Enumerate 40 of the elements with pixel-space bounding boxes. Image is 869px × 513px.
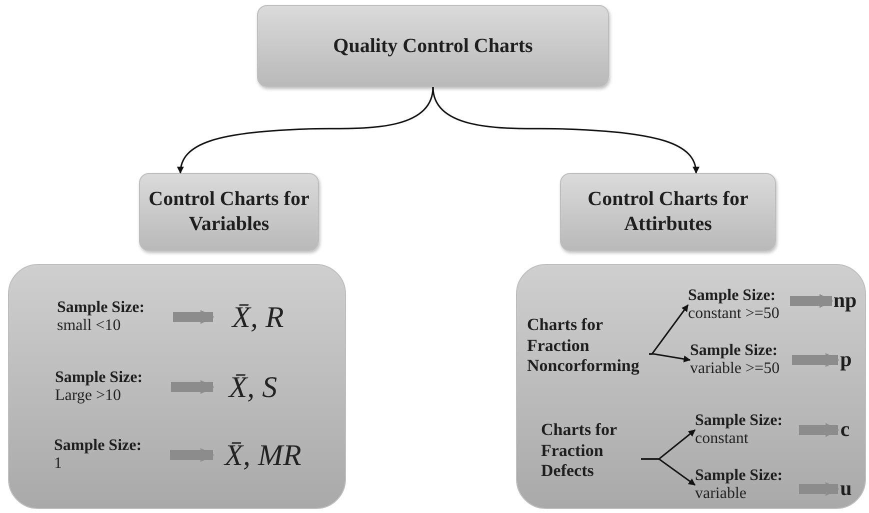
block-arrow (799, 423, 840, 437)
block-arrow (790, 294, 834, 308)
category-box: Quality Control Charts (257, 5, 609, 87)
sample-size-heading: Sample Size: (695, 466, 783, 485)
chart-symbol: u (838, 475, 854, 503)
sample-size-value: variable >=50 (690, 360, 780, 378)
group-panel (8, 264, 346, 509)
chart-symbol: X̄, S (213, 366, 293, 408)
block-arrow (792, 353, 840, 367)
sample-size-value: small <10 (57, 317, 121, 336)
sample-size-value: variable (695, 485, 747, 504)
chart-symbol: X̄, R (213, 296, 303, 338)
chart-symbol: np (832, 287, 858, 315)
chart-group-label: Charts for Fraction Defects (541, 415, 641, 487)
arrow (178, 86, 434, 174)
arrow (649, 304, 689, 355)
arrow (432, 86, 699, 174)
sample-size-value: constant >=50 (688, 305, 780, 324)
sample-size-heading: Sample Size: (688, 286, 776, 305)
category-box: Control Charts for Attirbutes (560, 173, 776, 251)
arrow (649, 353, 691, 362)
sample-size-heading: Sample Size: (54, 436, 142, 455)
sample-size-value: constant (695, 430, 748, 448)
chart-symbol: X̄, MR (213, 434, 313, 476)
sample-size-value: Large >10 (55, 387, 122, 406)
block-arrow (171, 380, 214, 394)
chart-symbol: c (838, 416, 852, 444)
block-arrow (170, 448, 214, 462)
sample-size-heading: Sample Size: (695, 412, 783, 430)
group-panel (516, 264, 866, 509)
arrow (641, 458, 696, 486)
sample-size-heading: Sample Size: (57, 298, 145, 317)
sample-size-heading: Sample Size: (690, 342, 778, 360)
sample-size-heading: Sample Size: (55, 368, 143, 387)
category-box: Control Charts for Variables (139, 173, 319, 251)
block-arrow (799, 482, 840, 496)
block-arrow (173, 310, 214, 324)
sample-size-value: 1 (54, 455, 62, 474)
chart-symbol: p (838, 346, 854, 374)
chart-group-label: Charts for Fraction Noncorforming (527, 310, 649, 382)
